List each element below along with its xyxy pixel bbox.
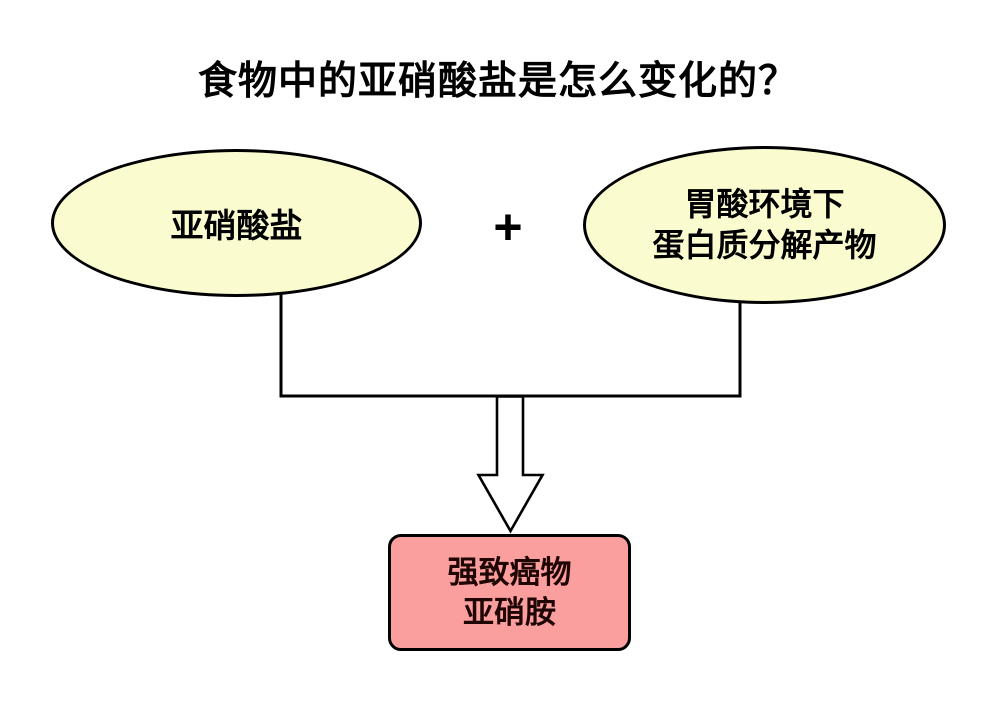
node-nitrite: 亚硝酸盐 xyxy=(51,149,422,297)
node-protein-products-label-line1: 胃酸环境下 xyxy=(684,186,845,222)
down-arrow-icon xyxy=(476,395,545,534)
node-protein-products-label-line2: 蛋白质分解产物 xyxy=(652,227,877,263)
diagram-title: 食物中的亚硝酸盐是怎么变化的？ xyxy=(197,60,798,103)
result-label-line1: 强致癌物 xyxy=(447,554,572,590)
plus-operator: + xyxy=(493,199,523,255)
node-nitrosamine-result: 强致癌物 亚硝胺 xyxy=(388,534,631,651)
node-protein-products: 胃酸环境下 蛋白质分解产物 xyxy=(583,146,946,304)
result-label-line2: 亚硝胺 xyxy=(463,594,556,630)
node-nitrite-label: 亚硝酸盐 xyxy=(170,207,303,244)
merge-bracket-line xyxy=(279,282,742,398)
